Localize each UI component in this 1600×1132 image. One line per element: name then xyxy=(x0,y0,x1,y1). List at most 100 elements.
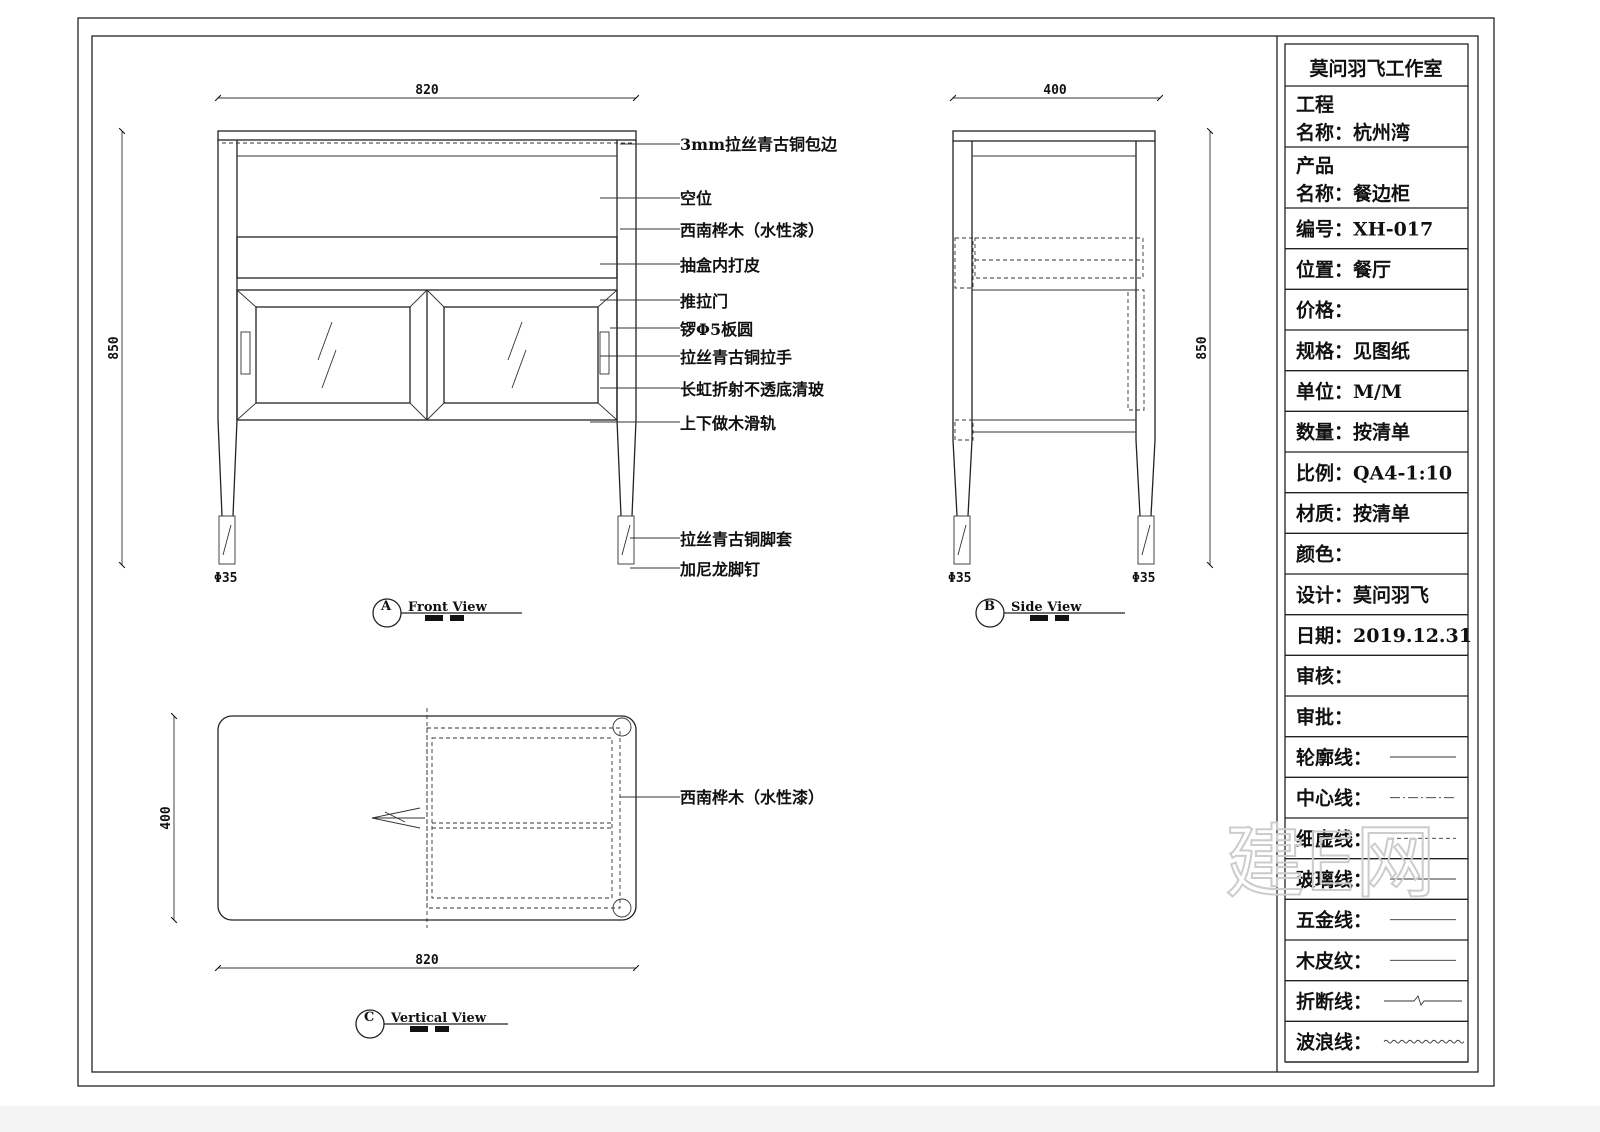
title-block-label: 单位：M/M xyxy=(1296,380,1402,403)
title-block-label: 价格： xyxy=(1296,299,1353,322)
callout: 推拉门 xyxy=(680,292,728,311)
title-block-row: 材质：按清单 xyxy=(1285,502,1468,534)
title-block-row: 审批： xyxy=(1285,705,1468,738)
front-view: 820 850 Φ35 3mm拉丝青古铜包边 空位 西南桦木（水性漆） 抽盒内 xyxy=(107,83,838,628)
side-view: 400 850 Φ35 Φ35 B Side View xyxy=(948,83,1214,628)
title-block-row: 波浪线： xyxy=(1285,1031,1468,1063)
bottom-bar xyxy=(0,1106,1600,1132)
svg-text:Vertical View: Vertical View xyxy=(390,1011,487,1026)
title-block: 莫问羽飞工作室 名称：杭州湾工程名称：餐边柜产品编号：XH-017位置：餐厅价格… xyxy=(1284,43,1472,1063)
callout: 锣Φ5板圆 xyxy=(680,320,753,339)
title-block-row: 单位：M/M xyxy=(1285,380,1468,412)
title-block-label: 审核： xyxy=(1296,665,1353,688)
title-block-label: 编号：XH-017 xyxy=(1296,217,1433,240)
title-block-label: 折断线： xyxy=(1296,990,1372,1013)
title-block-label: 位置：餐厅 xyxy=(1296,258,1391,281)
title-block-label: 中心线： xyxy=(1296,787,1372,810)
callout: 长虹折射不透底清玻 xyxy=(680,380,825,399)
front-height-label: 850 xyxy=(107,336,122,360)
title-block-row: 日期：2019.12.31 xyxy=(1285,625,1472,656)
callout: 加尼龙脚钉 xyxy=(679,560,760,579)
front-leg-dim: Φ35 xyxy=(214,571,237,586)
side-width-label: 400 xyxy=(1043,83,1067,98)
title-block-label: 五金线： xyxy=(1296,909,1372,932)
title-block-row: 木皮纹： xyxy=(1285,949,1468,982)
title-block-label: 材质：按清单 xyxy=(1296,502,1410,525)
foot-cap-right xyxy=(617,515,635,565)
foot-cap-left xyxy=(218,515,236,565)
side-leg-dim-left: Φ35 xyxy=(948,571,971,586)
title-block-row: 玻璃线： xyxy=(1285,868,1468,900)
title-block-label: 细虚线： xyxy=(1296,827,1372,850)
title-block-row: 位置：餐厅 xyxy=(1285,258,1468,290)
callout: 抽盒内打皮 xyxy=(680,256,760,275)
title-block-label: 产品 xyxy=(1296,154,1334,177)
front-view-title: A Front View xyxy=(372,598,522,628)
title-block-row: 细虚线： xyxy=(1285,827,1468,860)
title-block-row: 比例：QA4-1:10 xyxy=(1285,461,1468,494)
title-block-row: 中心线： xyxy=(1285,787,1468,819)
front-width-label: 820 xyxy=(415,83,439,98)
svg-text:A: A xyxy=(380,599,392,614)
inner-border xyxy=(91,35,1479,1073)
title-block-row: 规格：见图纸 xyxy=(1285,339,1468,372)
callout: 西南桦木（水性漆） xyxy=(680,221,824,240)
line-type-sample xyxy=(1384,995,1462,1006)
svg-text:Side View: Side View xyxy=(1011,600,1082,615)
title-block-row: 五金线： xyxy=(1285,909,1468,941)
side-view-title: B Side View xyxy=(975,598,1125,628)
plan-view-title: C Vertical View xyxy=(355,1009,508,1039)
title-block-label: 数量：按清单 xyxy=(1296,421,1410,444)
svg-text:C: C xyxy=(364,1010,374,1025)
drawer xyxy=(236,236,618,279)
title-block-label: 轮廓线： xyxy=(1296,746,1372,769)
title-block-row: 数量：按清单 xyxy=(1285,421,1468,453)
side-leg-dim-right: Φ35 xyxy=(1132,571,1155,586)
callout: 空位 xyxy=(680,189,712,208)
title-block-row: 轮廓线： xyxy=(1285,746,1468,778)
title-block-value: 名称：餐边柜 xyxy=(1296,182,1410,205)
title-block-label: 规格：见图纸 xyxy=(1296,339,1410,362)
title-block-label: 波浪线： xyxy=(1296,1031,1372,1054)
plan-width-label: 820 xyxy=(415,953,439,968)
callout: 上下做木滑轨 xyxy=(680,414,776,433)
svg-text:B: B xyxy=(984,599,995,614)
side-height-label: 850 xyxy=(1195,336,1210,360)
title-block-row: 颜色： xyxy=(1285,543,1468,575)
line-type-sample xyxy=(1383,1039,1465,1044)
watermark-logo: 建E网 xyxy=(1225,816,1436,909)
glass-panel-left xyxy=(255,306,411,404)
callout: 拉丝青古铜拉手 xyxy=(680,348,792,367)
svg-text:Front View: Front View xyxy=(408,600,488,615)
plan-view: 400 820 西南桦木（水性漆） C Vertical View xyxy=(159,708,824,1039)
glass-panel-right xyxy=(443,306,599,404)
title-block-row: 设计：莫问羽飞 xyxy=(1285,583,1468,616)
callout: 拉丝青古铜脚套 xyxy=(680,530,793,549)
outer-border xyxy=(77,17,1495,1087)
top-board xyxy=(217,130,637,141)
plan-callout: 西南桦木（水性漆） xyxy=(680,788,824,807)
legs xyxy=(217,419,637,517)
plan-depth-label: 400 xyxy=(159,806,174,830)
title-block-label: 审批： xyxy=(1296,705,1353,728)
title-block-label: 颜色： xyxy=(1296,543,1353,566)
front-callouts: 3mm拉丝青古铜包边 空位 西南桦木（水性漆） 抽盒内打皮 推拉门 锣Φ5板圆 … xyxy=(590,135,838,579)
handle-left xyxy=(240,331,251,375)
handle-right xyxy=(599,331,610,375)
title-block-value: 名称：杭州湾 xyxy=(1296,121,1410,144)
title-block-row: 折断线： xyxy=(1285,990,1468,1022)
title-block-label: 设计：莫问羽飞 xyxy=(1296,583,1429,606)
title-block-label: 比例：QA4-1:10 xyxy=(1296,461,1452,484)
callout: 3mm拉丝青古铜包边 xyxy=(680,135,838,154)
title-block-row: 审核： xyxy=(1285,665,1468,697)
title-block-row: 价格： xyxy=(1285,299,1468,331)
grain-arrow xyxy=(371,807,425,829)
title-block-label: 日期：2019.12.31 xyxy=(1296,625,1472,647)
title-block-label: 玻璃线： xyxy=(1296,868,1372,891)
glass-hatch xyxy=(317,321,527,389)
title-block-label: 木皮纹： xyxy=(1295,949,1372,972)
title-block-row: 编号：XH-017 xyxy=(1285,217,1468,250)
